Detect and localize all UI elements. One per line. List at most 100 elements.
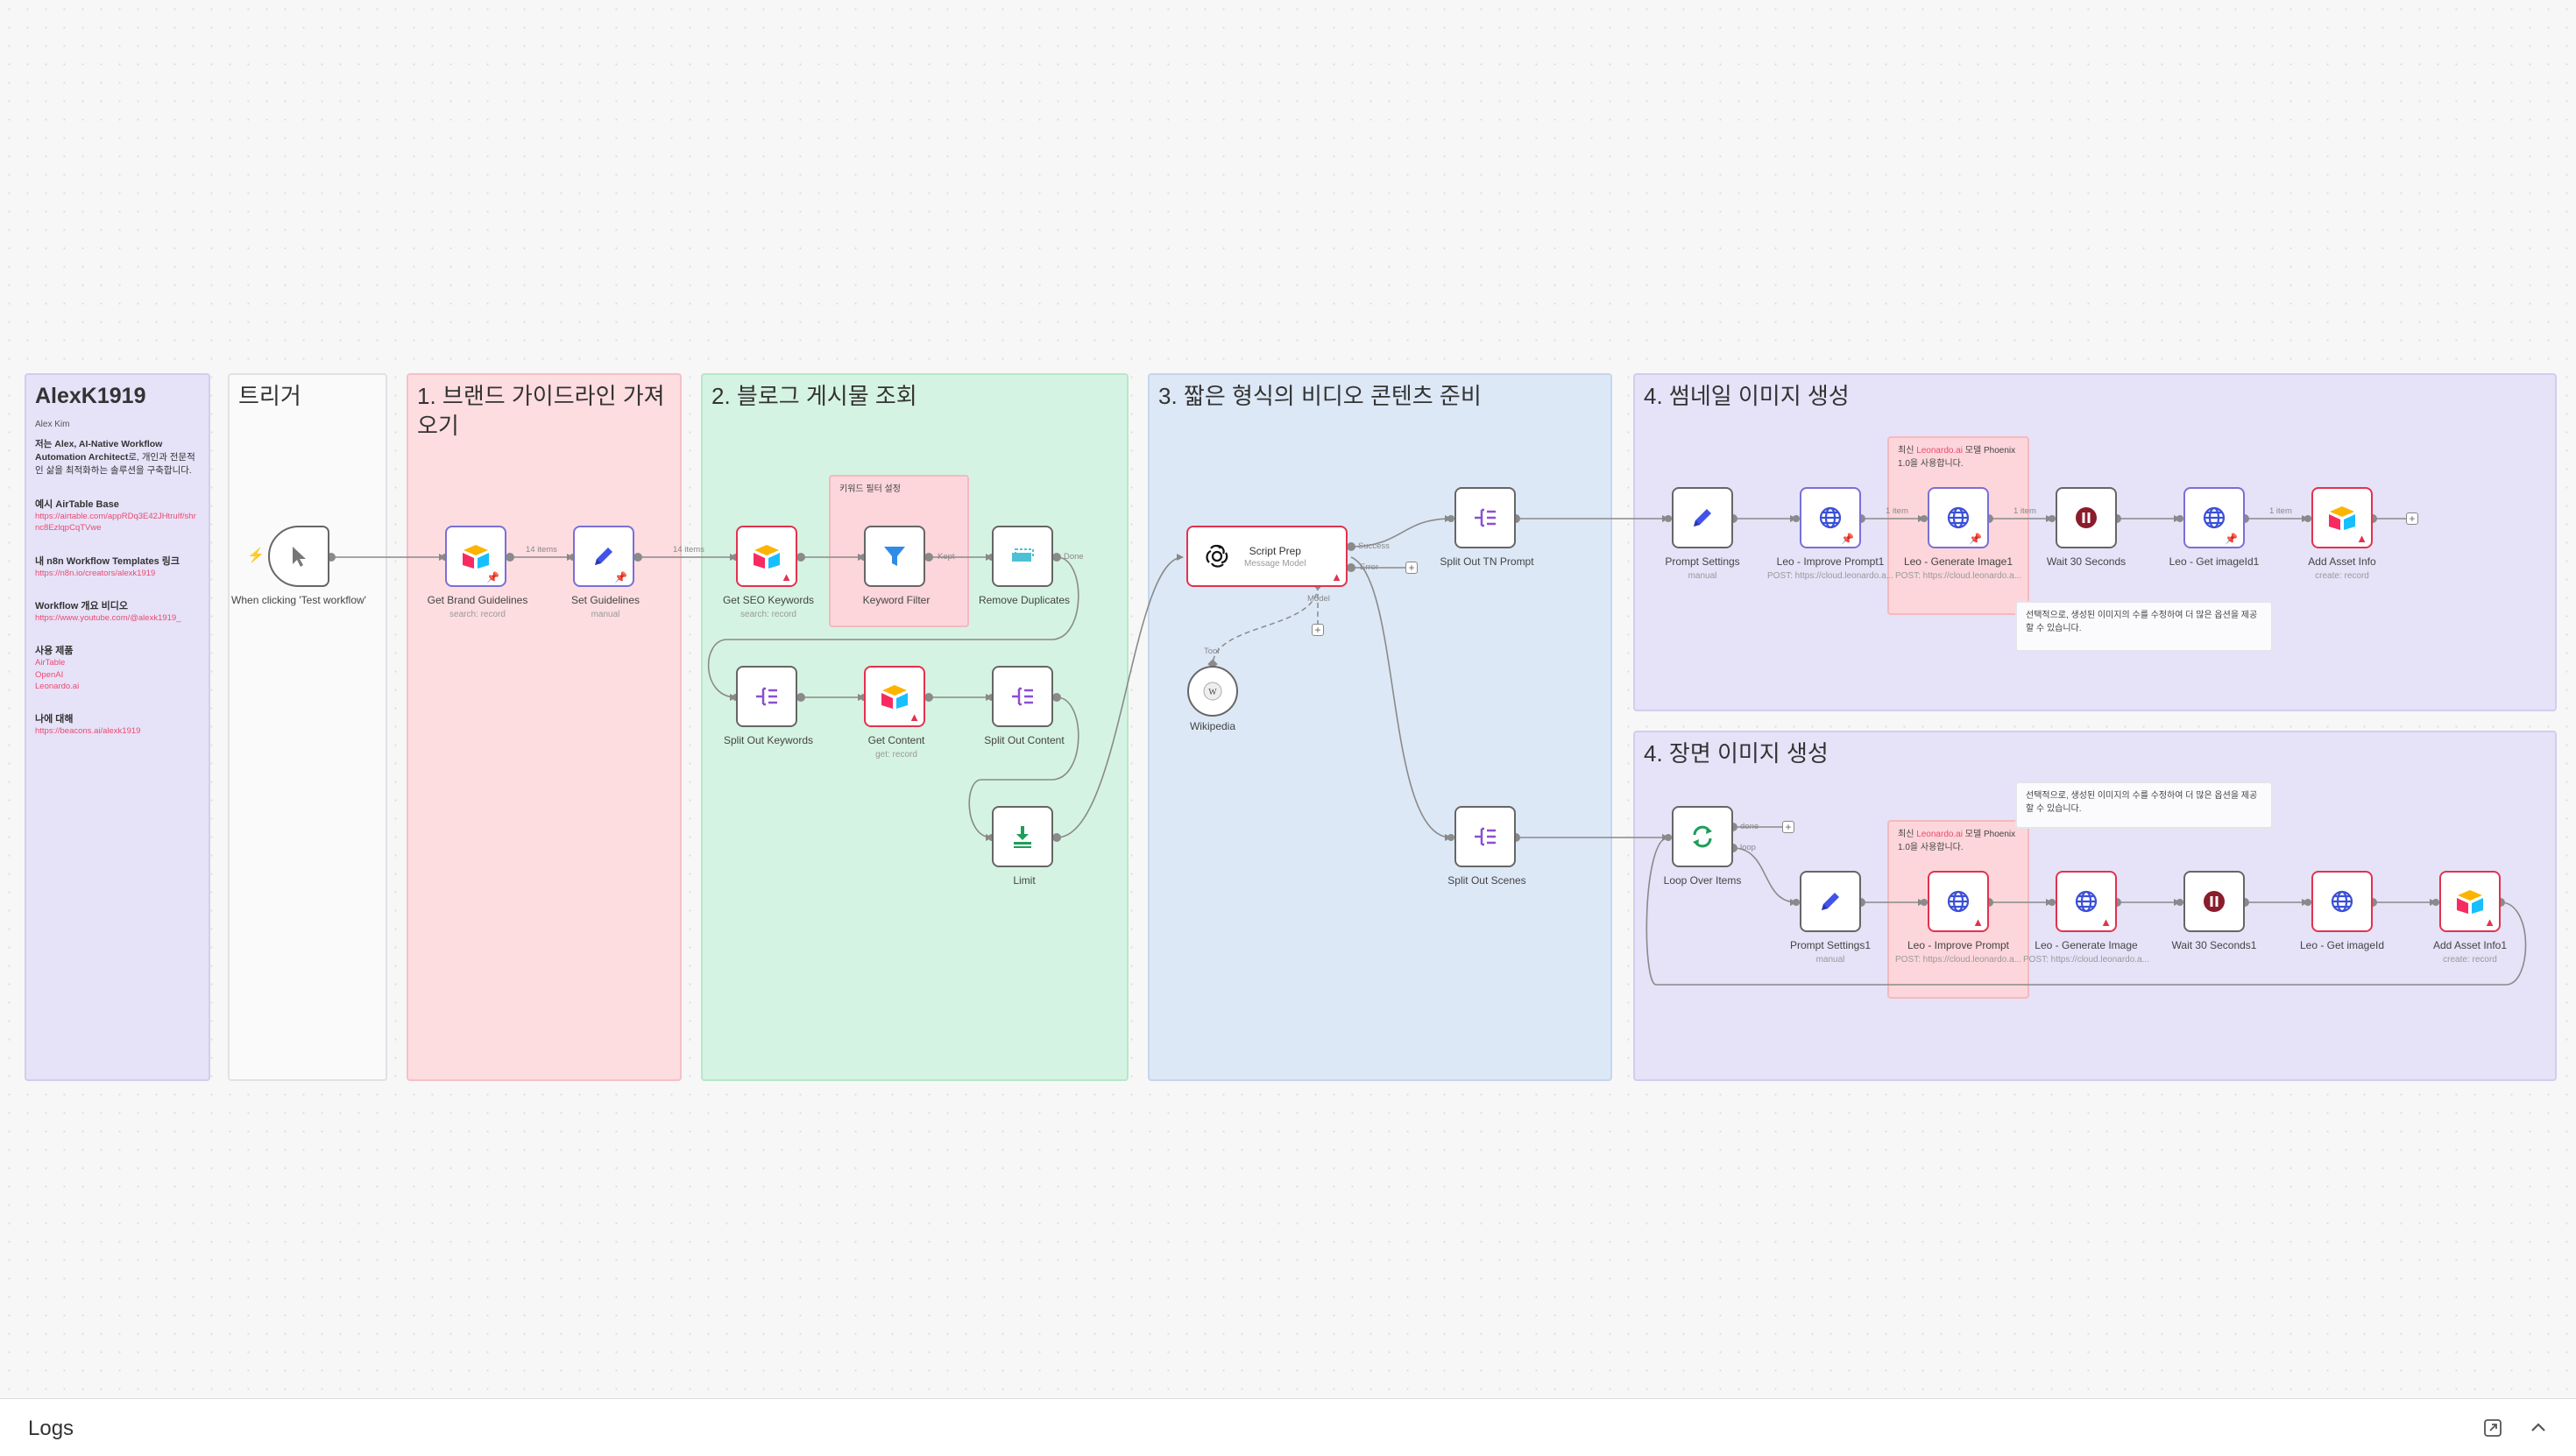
- node-label: Script Prep: [1249, 544, 1301, 557]
- loop-icon: [1693, 825, 1712, 848]
- about-link[interactable]: https://beacons.ai/alexk1919: [35, 726, 141, 737]
- popout-button[interactable]: [2478, 1413, 2508, 1443]
- node-script-prep[interactable]: Script Prep Message Model ▲: [1186, 526, 1348, 587]
- node-get-seo-keywords[interactable]: ▲: [736, 526, 797, 587]
- node-get-content[interactable]: ▲: [864, 666, 925, 727]
- add-node-button[interactable]: +: [1405, 562, 1418, 574]
- wire-script-wikipedia: [1212, 584, 1319, 667]
- edge-label-item: 1 item: [1886, 506, 1908, 516]
- node-label: Leo - Generate Image: [2035, 939, 2138, 951]
- node-leo-generate-image[interactable]: ▲: [2056, 871, 2117, 932]
- node-label: Get Content: [867, 734, 925, 746]
- product-link-openai[interactable]: OpenAI: [35, 669, 64, 680]
- node-get-brand-guidelines[interactable]: 📌: [445, 526, 506, 587]
- leonardo-note-top-link[interactable]: Leonardo.ai: [1916, 446, 1964, 456]
- node-add-asset-info[interactable]: ▲: [2311, 487, 2373, 548]
- trigger-section[interactable]: 트리거: [228, 373, 387, 1081]
- optional-note-bottom-text: 선택적으로, 생성된 이미지의 수를 수정하여 더 많은 옵션을 제공할 수 있…: [2026, 791, 2258, 814]
- node-wait-30-seconds1[interactable]: [2183, 871, 2245, 932]
- trigger-bolt-icon: ⚡: [247, 548, 265, 563]
- leonardo-note-bottom-link[interactable]: Leonardo.ai: [1916, 830, 1964, 839]
- node-wait-30-seconds[interactable]: [2056, 487, 2117, 548]
- remove-duplicates-icon: [1012, 548, 1034, 562]
- wire-loop-prompt1: [1732, 847, 1797, 906]
- logs-panel[interactable]: Logs: [0, 1398, 2576, 1456]
- airtable-icon: [2457, 890, 2483, 914]
- collapse-toggle-button[interactable]: [2523, 1413, 2553, 1443]
- wire-remove-splitkw: [707, 556, 1079, 701]
- node-leo-improve-prompt[interactable]: ▲: [1928, 871, 1989, 932]
- node-leo-get-imageid[interactable]: [2311, 871, 2373, 932]
- section-blog-posts[interactable]: 2. 블로그 게시물 조회: [701, 373, 1129, 1081]
- edge-label-model: Model: [1307, 594, 1330, 604]
- warning-icon: ▲: [2484, 915, 2495, 929]
- script-prep-text: Script Prep Message Model: [1244, 545, 1306, 569]
- author-sticky-note[interactable]: AlexK1919 Alex Kim 저는 Alex, AI-Native Wo…: [25, 373, 210, 1081]
- edge-label-tool: Tool: [1204, 647, 1220, 656]
- optional-note-top[interactable]: 선택적으로, 생성된 이미지의 수를 수정하여 더 많은 옵션을 제공할 수 있…: [2015, 601, 2273, 652]
- video-link[interactable]: https://www.youtube.com/@alexk1919_: [35, 613, 181, 624]
- section-video-content-title: 3. 짧은 형식의 비디오 콘텐츠 준비: [1158, 383, 1482, 409]
- node-manual-trigger[interactable]: [268, 526, 329, 587]
- warning-icon: ▲: [1972, 915, 1984, 929]
- node-split-out-keywords[interactable]: [736, 666, 797, 727]
- products-heading: 사용 제품: [35, 646, 74, 657]
- node-leo-get-imageid1[interactable]: 📌: [2183, 487, 2245, 548]
- warning-icon: ▲: [2100, 915, 2112, 929]
- node-split-out-scenes[interactable]: [1454, 806, 1516, 867]
- edge-label-item: 1 item: [2269, 506, 2292, 516]
- add-tool-button[interactable]: +: [1312, 624, 1324, 636]
- edge-label-kept: Kept: [938, 552, 955, 562]
- node-add-asset-info1[interactable]: ▲: [2439, 871, 2501, 932]
- templates-link[interactable]: https://n8n.io/creators/alexk1919: [35, 568, 156, 578]
- node-subtitle: get: record: [875, 750, 917, 760]
- leonardo-note-bottom-text: 최신 Leonardo.ai 모델 Phoenix 1.0을 사용합니다.: [1898, 829, 2019, 854]
- airtable-link[interactable]: https://airtable.com/appRDq3E42JHtruIf/s…: [35, 512, 196, 534]
- filter-icon: [884, 547, 905, 566]
- edge-label-error: Error: [1360, 562, 1379, 572]
- node-prompt-settings1[interactable]: [1800, 871, 1861, 932]
- node-label: When clicking 'Test workflow': [231, 594, 366, 606]
- section-video-content[interactable]: 3. 짧은 형식의 비디오 콘텐츠 준비: [1148, 373, 1612, 1081]
- section-brand-guidelines[interactable]: 1. 브랜드 가이드라인 가져오기: [407, 373, 682, 1081]
- node-loop-over-items[interactable]: [1672, 806, 1733, 867]
- chevron-up-icon: [2531, 1423, 2545, 1431]
- node-leo-generate-image1[interactable]: 📌: [1928, 487, 1989, 548]
- workflow-canvas[interactable]: AlexK1919 Alex Kim 저는 Alex, AI-Native Wo…: [0, 0, 2576, 1398]
- split-out-icon: [756, 687, 777, 706]
- node-limit[interactable]: [992, 806, 1053, 867]
- author-intro-rest: 로, 개인과 전문적인 삶을 최적화하는 솔루션을 구축합니다.: [35, 451, 195, 476]
- pause-icon: [2076, 507, 2097, 528]
- logs-title: Logs: [28, 1417, 74, 1440]
- node-prompt-settings[interactable]: [1672, 487, 1733, 548]
- add-node-button[interactable]: +: [1782, 821, 1794, 833]
- add-node-button[interactable]: +: [2406, 512, 2418, 525]
- edge-label-loop: loop: [1740, 843, 1756, 852]
- node-subtitle: POST: https://cloud.leonardo.a...: [2023, 955, 2149, 965]
- node-label: Wait 30 Seconds1: [2171, 939, 2257, 951]
- node-set-guidelines[interactable]: 📌: [573, 526, 634, 587]
- wire-script-splitscenes: [1350, 556, 1452, 841]
- product-link-leonardo[interactable]: Leonardo.ai: [35, 681, 80, 691]
- node-split-out-content[interactable]: [992, 666, 1053, 727]
- pin-icon: 📌: [614, 571, 627, 583]
- node-label: Prompt Settings: [1665, 555, 1740, 568]
- wikipedia-icon: W: [1203, 682, 1222, 701]
- node-split-out-tn-prompt[interactable]: [1454, 487, 1516, 548]
- leonardo-note-bottom-post: 모델 Phoenix 1.0을 사용합니다.: [1898, 830, 2016, 852]
- pencil-icon: [1694, 509, 1711, 527]
- keyword-filter-note-text: 키워드 필터 설정: [839, 484, 901, 494]
- node-leo-improve-prompt1[interactable]: 📌: [1800, 487, 1861, 548]
- product-link-airtable[interactable]: AirTable: [35, 658, 66, 668]
- node-remove-duplicates[interactable]: [992, 526, 1053, 587]
- node-subtitle: POST: https://cloud.leonardo.a...: [1767, 571, 1893, 581]
- node-label: Get SEO Keywords: [722, 594, 815, 606]
- node-wikipedia[interactable]: W: [1187, 666, 1238, 717]
- node-label: Keyword Filter: [862, 594, 931, 606]
- edge-label-done: Done: [1064, 552, 1084, 562]
- leonardo-note-top-pre: 최신: [1898, 446, 1917, 456]
- airtable-icon: [881, 685, 908, 709]
- optional-note-bottom[interactable]: 선택적으로, 생성된 이미지의 수를 수정하여 더 많은 옵션을 제공할 수 있…: [2015, 781, 2273, 829]
- node-keyword-filter[interactable]: [864, 526, 925, 587]
- edge-label-items: 14 items: [673, 545, 704, 555]
